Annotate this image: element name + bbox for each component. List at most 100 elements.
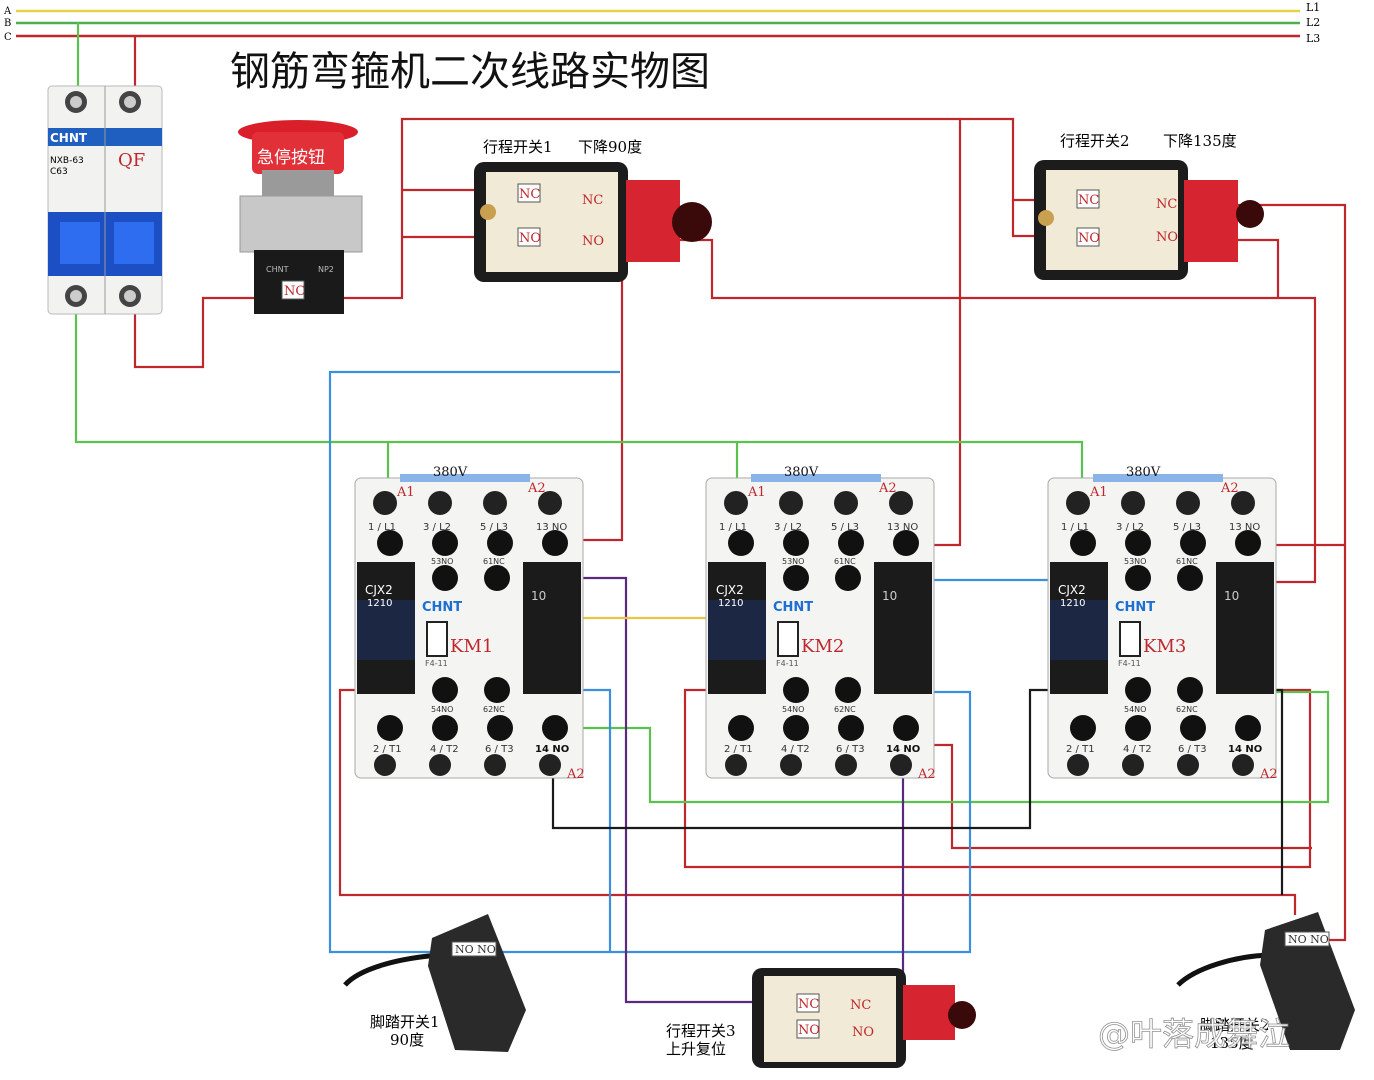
contactor-name: KM2	[801, 636, 844, 657]
foot-switch-2-title: 脚踏开关2	[1200, 1016, 1270, 1034]
phase-label-l3: L3	[1306, 32, 1320, 45]
terminal-screw-icon	[1232, 754, 1254, 776]
aux-label-61: 61NC	[834, 557, 856, 566]
contactor-a2-top: A2	[1220, 481, 1239, 496]
contactor-model: CJX2	[716, 583, 744, 597]
contactor-name: KM3	[1143, 636, 1186, 657]
aux-terminal-icon	[432, 677, 458, 703]
contactor-model-2: 1210	[718, 598, 743, 609]
aux-label-53: 53NO	[782, 557, 804, 566]
terminal-screw-icon	[1180, 530, 1206, 556]
page-title: 钢筋弯箍机二次线路实物图	[230, 49, 710, 95]
terminal-label-bottom-1: 2 / T1	[373, 744, 402, 755]
terminal-screw-icon	[779, 491, 803, 515]
breaker-label: QF	[118, 150, 145, 171]
contactor-aux-number: 10	[882, 589, 897, 603]
estop-brand: CHNT	[266, 265, 289, 274]
contactor-sub-model: F4-11	[776, 659, 799, 668]
terminal-screw-icon	[838, 530, 864, 556]
contactor-a2-bottom: A2	[566, 767, 585, 782]
circuit-breaker: CHNT NXB-63 C63 QF	[47, 85, 163, 315]
contactor-sub-model: F4-11	[425, 659, 448, 668]
terminal-screw-icon	[1231, 491, 1255, 515]
limit-switch-2: 行程开关2 下降135度 NC NO NC NO	[1034, 132, 1264, 280]
aux-label-61: 61NC	[1176, 557, 1198, 566]
terminal-screw-icon	[428, 491, 452, 515]
phase-label-c: C	[4, 32, 12, 43]
contactor-brand: CHNT	[1115, 600, 1155, 615]
phase-label-l1: L1	[1306, 1, 1320, 14]
terminal-screw-icon	[1180, 715, 1206, 741]
estop-contact: NC	[284, 284, 305, 299]
ls3-nc-right: NC	[850, 998, 871, 1013]
ls1-nc-left: NC	[519, 187, 540, 202]
ls1-nc-right: NC	[582, 193, 603, 208]
terminal-screw-icon	[487, 530, 513, 556]
aux-terminal-icon	[783, 677, 809, 703]
terminal-screw-icon	[1067, 754, 1089, 776]
foot-pedal-icon	[428, 914, 526, 1052]
limit-switch-3-subtitle: 上升复位	[666, 1040, 726, 1058]
terminal-screw-icon	[1070, 530, 1096, 556]
contactor-brand: CHNT	[422, 600, 462, 615]
breaker-brand: CHNT	[50, 131, 88, 145]
terminal-screw-icon	[725, 754, 747, 776]
ls2-no-right: NO	[1156, 230, 1178, 245]
contactor-voltage: 380V	[1126, 465, 1161, 480]
terminal-screw-icon	[1235, 715, 1261, 741]
contactor-voltage: 380V	[433, 465, 468, 480]
terminal-screw-icon	[1121, 491, 1145, 515]
terminal-screw-icon	[724, 491, 748, 515]
foot-switch-1-subtitle: 90度	[390, 1031, 424, 1049]
contactor-name: KM1	[450, 636, 493, 657]
terminal-screw-icon	[542, 530, 568, 556]
terminal-label-bottom-1: 2 / T1	[1066, 744, 1095, 755]
aux-terminal-icon	[1177, 565, 1203, 591]
terminal-label-top-2: 3 / L2	[1116, 522, 1144, 533]
aux-label-54: 54NO	[1124, 705, 1146, 714]
terminal-screw-icon	[889, 491, 913, 515]
terminal-label-top-2: 3 / L2	[774, 522, 802, 533]
ls2-nc-left: NC	[1078, 193, 1099, 208]
breaker-model: NXB-63	[50, 156, 84, 166]
aux-terminal-icon	[484, 565, 510, 591]
estop-label: 急停按钮	[257, 148, 325, 168]
contactor-a1-top: A1	[396, 485, 415, 500]
aux-terminal-icon	[835, 677, 861, 703]
limit-switch-roller-icon	[626, 180, 680, 262]
foot-switch-1: NO NO 脚踏开关1 90度	[343, 914, 526, 1052]
ls2-no-left: NO	[1078, 231, 1100, 246]
terminal-screw-icon	[373, 491, 397, 515]
contactor-aux-number: 10	[531, 589, 546, 603]
terminal-label-bottom-3: 6 / T3	[836, 744, 865, 755]
terminal-screw-icon	[1125, 715, 1151, 741]
contactor-a2-top: A2	[878, 481, 897, 496]
terminal-label-top-4: 13 NO	[1229, 522, 1260, 533]
terminal-screw-icon	[484, 754, 506, 776]
aux-label-53: 53NO	[1124, 557, 1146, 566]
terminal-label-top-3: 5 / L3	[831, 522, 859, 533]
terminal-screw-icon	[783, 715, 809, 741]
terminal-screw-icon	[838, 715, 864, 741]
limit-switch-1: 行程开关1 下降90度 NC NO NC NO	[474, 138, 712, 282]
phase-lines: A B C L1 L2 L3	[3, 1, 1320, 45]
aux-terminal-icon	[1125, 677, 1151, 703]
terminal-screw-icon	[893, 715, 919, 741]
contactor-aux-number: 10	[1224, 589, 1239, 603]
terminal-screw-icon	[429, 754, 451, 776]
terminal-screw-icon	[1125, 530, 1151, 556]
terminal-label-bottom-2: 4 / T2	[781, 744, 810, 755]
aux-label-61: 61NC	[483, 557, 505, 566]
terminal-screw-icon	[377, 715, 403, 741]
terminal-screw-icon	[834, 491, 858, 515]
terminal-label-top-3: 5 / L3	[1173, 522, 1201, 533]
watermark: @叶落成舞泣	[1098, 1015, 1290, 1053]
ls2-nc-right: NC	[1156, 197, 1177, 212]
ls3-no-left: NO	[798, 1023, 820, 1038]
terminal-screw-icon	[432, 530, 458, 556]
ls3-nc-left: NC	[798, 997, 819, 1012]
terminal-screw-icon	[1122, 754, 1144, 776]
